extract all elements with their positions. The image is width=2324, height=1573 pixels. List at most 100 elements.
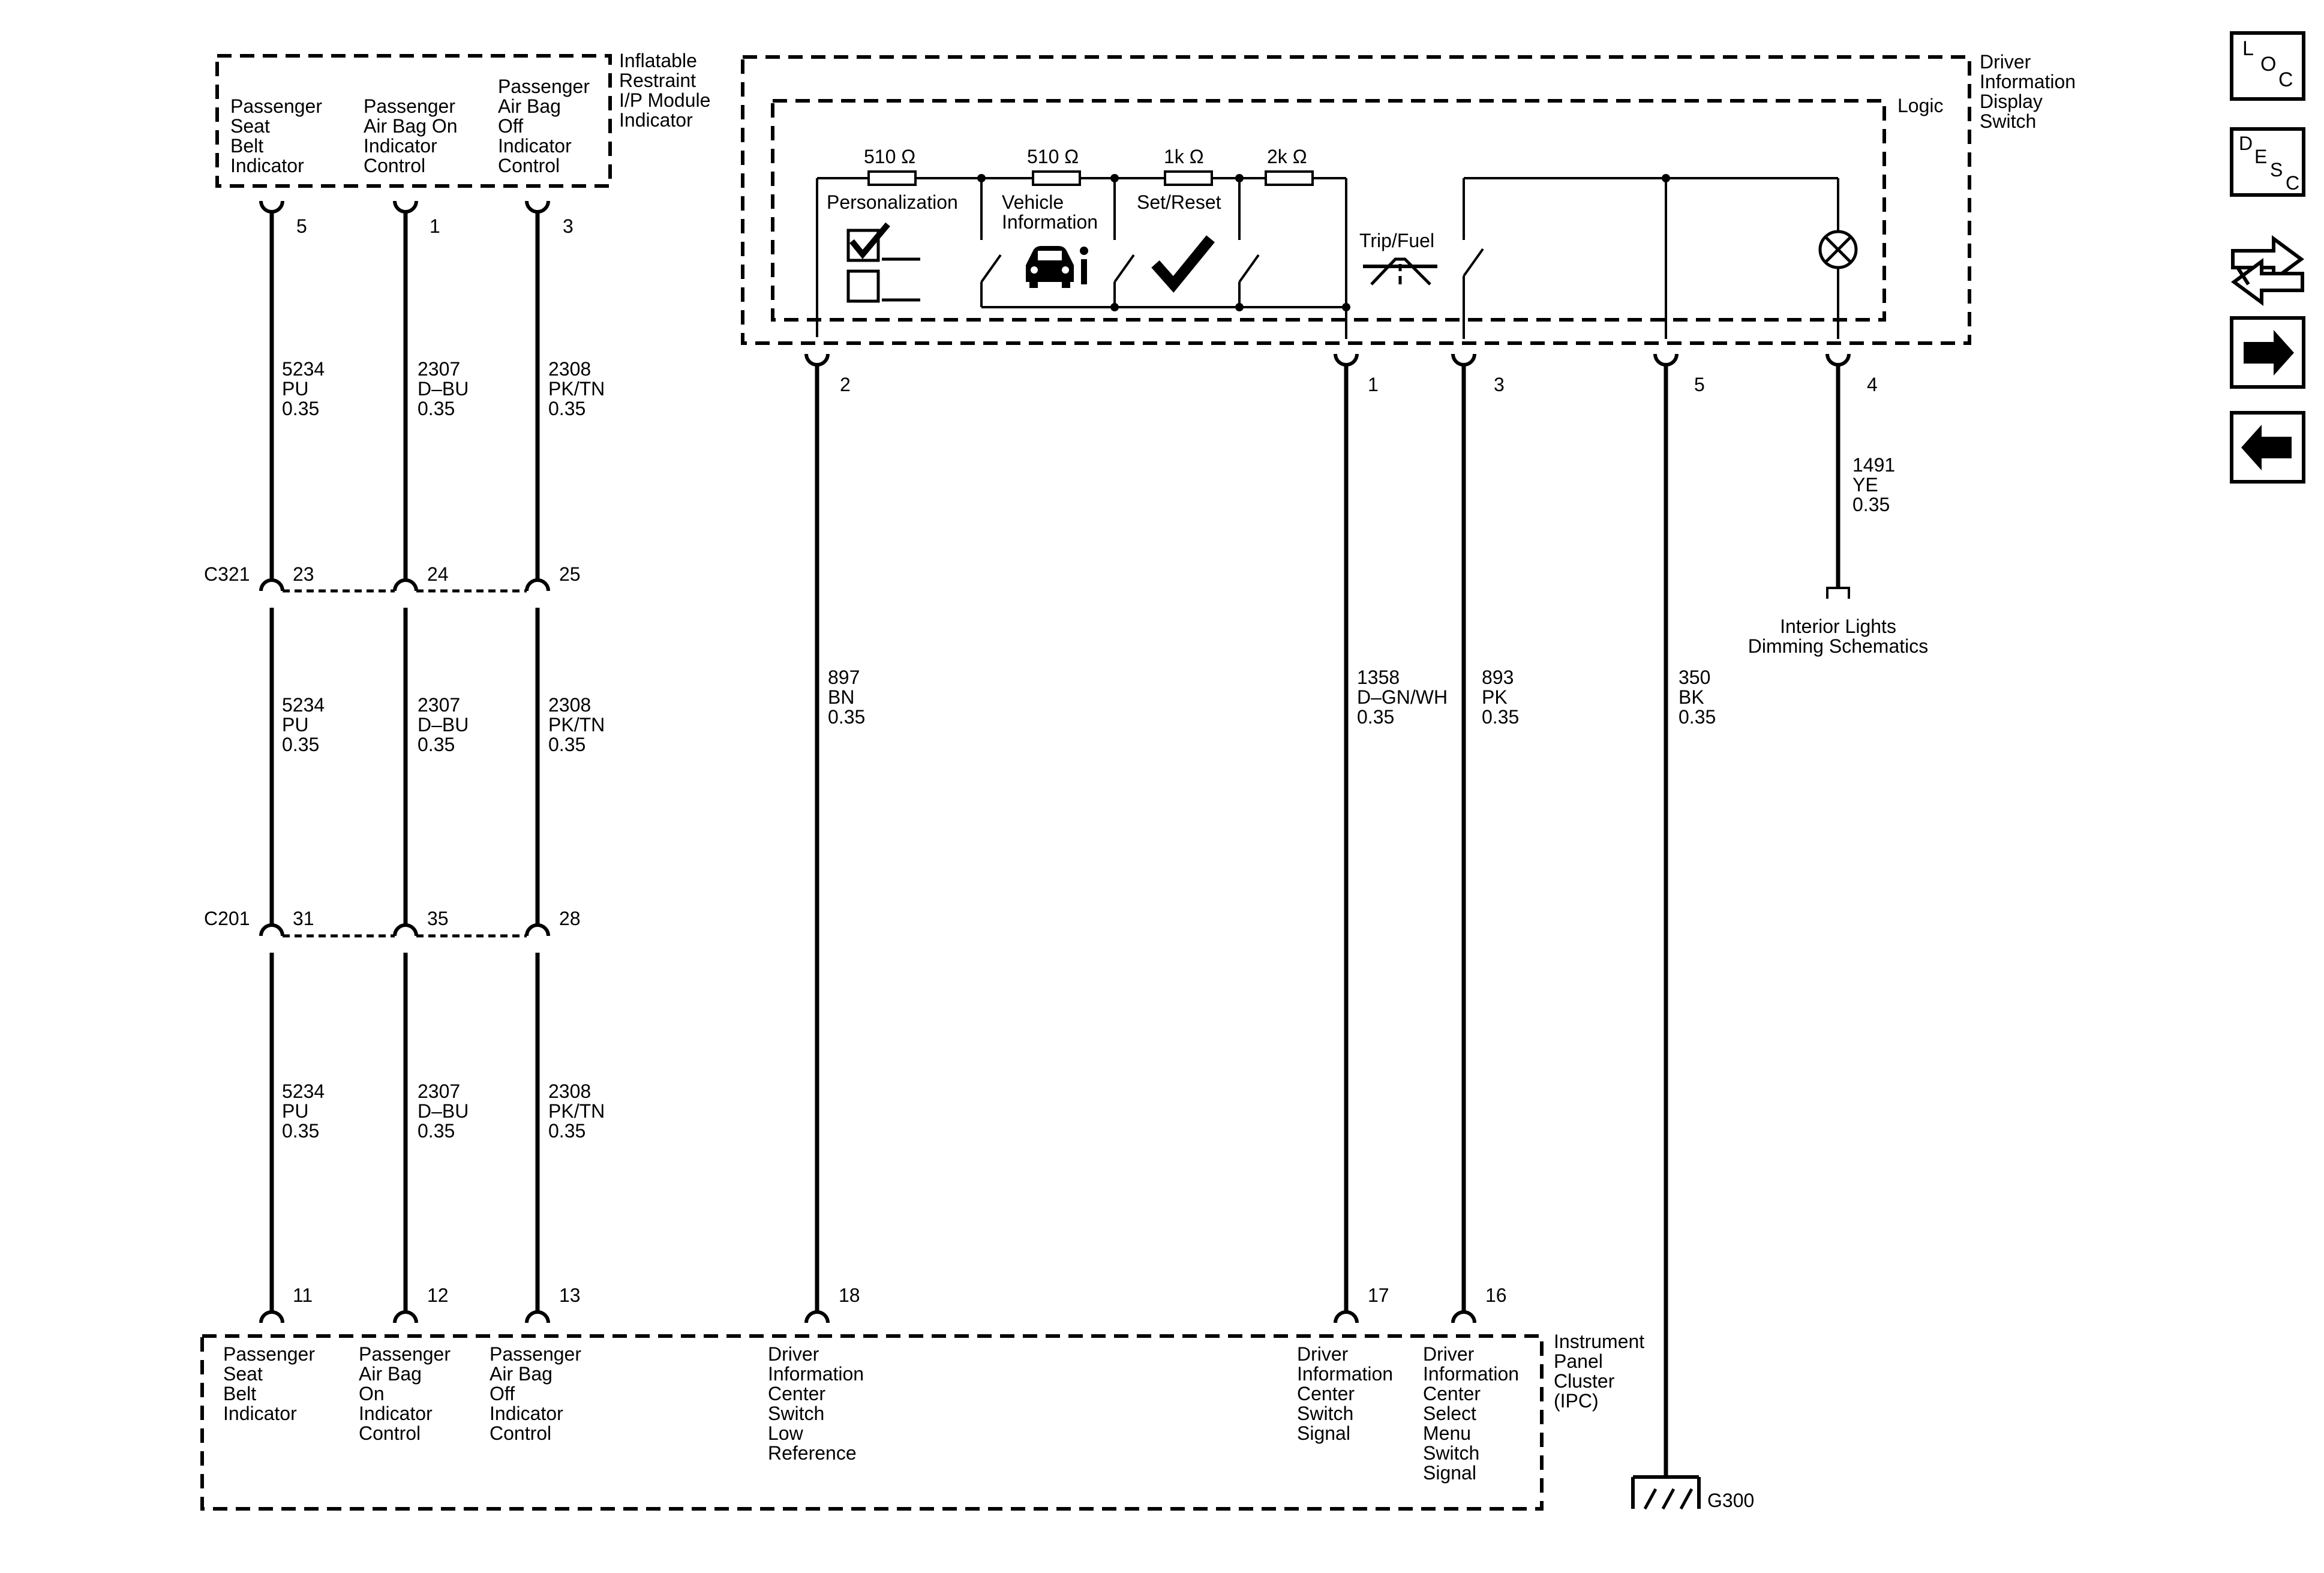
svg-text:Control: Control xyxy=(359,1422,421,1444)
resistor-2k: 2k Ω xyxy=(1267,146,1307,167)
svg-text:Indicator: Indicator xyxy=(359,1403,433,1424)
ipc-connector-cups xyxy=(259,1310,1476,1323)
svg-text:1491: 1491 xyxy=(1852,454,1895,476)
svg-text:Menu: Menu xyxy=(1423,1422,1471,1444)
ipc-module-title: Instrument Panel Cluster (IPC) xyxy=(1554,1331,1644,1412)
switch-pin-3: 3 xyxy=(1494,374,1505,395)
ipc-label-seat-belt: Passenger Seat Belt Indicator xyxy=(223,1343,315,1424)
svg-text:Belt: Belt xyxy=(230,135,263,157)
svg-text:893: 893 xyxy=(1482,667,1514,688)
trip-road-icon xyxy=(1363,257,1437,286)
right-wires xyxy=(815,365,1840,1476)
svg-text:C: C xyxy=(2278,68,2293,91)
ipc-module-boundary xyxy=(200,1334,1544,1511)
svg-text:0.35: 0.35 xyxy=(1482,706,1519,728)
svg-text:Driver: Driver xyxy=(1297,1343,1349,1365)
ipc-label-dic-signal: Driver Information Center Switch Signal xyxy=(1297,1343,1393,1444)
svg-text:Indicator: Indicator xyxy=(223,1403,297,1424)
personalization-checkbox-icon xyxy=(846,222,920,303)
ipm-pin-label-seat-belt: Passenger Seat Belt Indicator xyxy=(230,95,322,176)
svg-text:Information: Information xyxy=(1980,71,2076,92)
svg-text:Passenger: Passenger xyxy=(359,1343,451,1365)
svg-text:2307: 2307 xyxy=(418,694,460,716)
resistor-510-b: 510 Ω xyxy=(1027,146,1079,167)
svg-text:0.35: 0.35 xyxy=(1679,706,1716,728)
svg-text:Center: Center xyxy=(1297,1383,1355,1404)
svg-text:Indicator: Indicator xyxy=(498,135,572,157)
svg-text:Air Bag: Air Bag xyxy=(498,95,561,117)
svg-text:Indicator: Indicator xyxy=(230,155,304,176)
ipc-label-dic-select-menu: Driver Information Center Select Menu Sw… xyxy=(1423,1343,1519,1484)
svg-text:Switch: Switch xyxy=(768,1403,824,1424)
trip-fuel-label: Trip/Fuel xyxy=(1359,230,1434,251)
svg-text:0.35: 0.35 xyxy=(282,734,319,755)
swap-arrows-icon[interactable] xyxy=(2230,235,2305,306)
svg-text:Off: Off xyxy=(490,1383,515,1404)
c201-connector-symbols xyxy=(259,923,550,938)
svg-text:PK/TN: PK/TN xyxy=(548,1100,605,1122)
svg-text:2308: 2308 xyxy=(548,694,591,716)
dimming-schematics-reference[interactable]: Interior Lights Dimming Schematics xyxy=(1748,616,1929,657)
svg-text:0.35: 0.35 xyxy=(282,398,319,419)
svg-text:Off: Off xyxy=(498,115,523,137)
svg-text:0.35: 0.35 xyxy=(828,706,865,728)
ipc-label-airbag-on: Passenger Air Bag On Indicator Control xyxy=(359,1343,451,1444)
svg-text:Indicator: Indicator xyxy=(490,1403,563,1424)
svg-text:Restraint: Restraint xyxy=(619,70,696,91)
svg-text:Indicator: Indicator xyxy=(619,109,693,131)
svg-text:D–GN/WH: D–GN/WH xyxy=(1357,686,1448,708)
ipm-pin-label-airbag-off: Passenger Air Bag Off Indicator Control xyxy=(498,76,590,176)
svg-text:BN: BN xyxy=(828,686,854,708)
svg-text:2307: 2307 xyxy=(418,358,460,380)
svg-text:D–BU: D–BU xyxy=(418,1100,469,1122)
svg-text:(IPC): (IPC) xyxy=(1554,1390,1599,1412)
c201-pin-35: 35 xyxy=(427,908,449,929)
resistor-510-a: 510 Ω xyxy=(864,146,915,167)
ipm-pin-5: 5 xyxy=(296,215,307,237)
svg-text:Signal: Signal xyxy=(1297,1422,1350,1444)
svg-text:Air Bag: Air Bag xyxy=(490,1363,553,1385)
svg-text:Interior Lights: Interior Lights xyxy=(1780,616,1896,637)
svg-text:Passenger: Passenger xyxy=(490,1343,581,1365)
left-wire-labels-lower: 5234 PU 0.35 2307 D–BU 0.35 2308 PK/TN 0… xyxy=(282,1080,605,1142)
switch-internal-bus xyxy=(816,174,1350,339)
svg-text:0.35: 0.35 xyxy=(282,1120,319,1142)
svg-text:Control: Control xyxy=(364,155,425,176)
svg-text:PK/TN: PK/TN xyxy=(548,378,605,400)
resistor-1k: 1k Ω xyxy=(1164,146,1204,167)
svg-text:Air Bag: Air Bag xyxy=(359,1363,422,1385)
ipc-pin-11: 11 xyxy=(293,1284,313,1306)
switch-label-set-reset: Set/Reset xyxy=(1137,191,1221,213)
svg-text:Switch: Switch xyxy=(1423,1442,1479,1464)
svg-text:Switch: Switch xyxy=(1980,110,2036,132)
c321-pin-25: 25 xyxy=(559,563,581,585)
svg-text:0.35: 0.35 xyxy=(418,1120,455,1142)
svg-text:0.35: 0.35 xyxy=(548,1120,585,1142)
ipc-pin-16: 16 xyxy=(1485,1284,1507,1306)
loc-button[interactable]: L O C xyxy=(2230,31,2305,101)
svg-text:350: 350 xyxy=(1679,667,1710,688)
desc-button[interactable]: D E S C xyxy=(2230,127,2305,197)
svg-text:D–BU: D–BU xyxy=(418,714,469,736)
svg-text:E: E xyxy=(2254,146,2267,167)
svg-text:Passenger: Passenger xyxy=(364,95,455,117)
svg-text:5234: 5234 xyxy=(282,1080,325,1102)
svg-text:Center: Center xyxy=(1423,1383,1481,1404)
svg-text:Driver: Driver xyxy=(768,1343,819,1365)
svg-text:Reference: Reference xyxy=(768,1442,857,1464)
forward-arrow-icon[interactable] xyxy=(2230,316,2305,389)
svg-text:PU: PU xyxy=(282,714,308,736)
svg-text:Panel: Panel xyxy=(1554,1350,1603,1372)
svg-text:0.35: 0.35 xyxy=(418,398,455,419)
back-arrow-icon[interactable] xyxy=(2230,411,2305,484)
ipc-pin-17: 17 xyxy=(1368,1284,1389,1306)
svg-text:2307: 2307 xyxy=(418,1080,460,1102)
svg-text:On: On xyxy=(359,1383,385,1404)
c321-connector-symbols xyxy=(259,578,550,593)
svg-text:Instrument: Instrument xyxy=(1554,1331,1644,1352)
svg-text:Belt: Belt xyxy=(223,1383,256,1404)
ipm-connector-cups xyxy=(259,200,550,214)
resistor-symbols xyxy=(867,170,1314,186)
ipc-pin-18: 18 xyxy=(839,1284,860,1306)
